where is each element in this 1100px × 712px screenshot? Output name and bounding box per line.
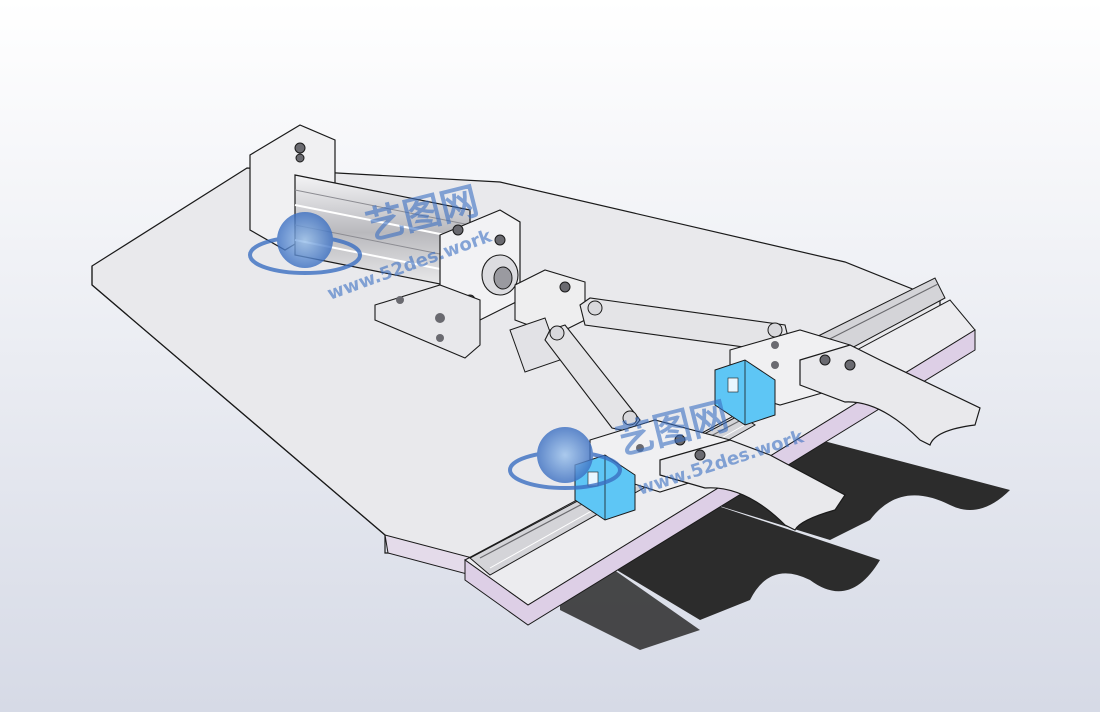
rail-block-upper [714, 359, 776, 426]
watermark-globe-icon [277, 212, 333, 268]
rod-clevis [509, 269, 586, 373]
watermark-globe-icon [537, 427, 593, 483]
link-arm-upper [579, 297, 791, 353]
link-arm-lower [544, 324, 641, 433]
